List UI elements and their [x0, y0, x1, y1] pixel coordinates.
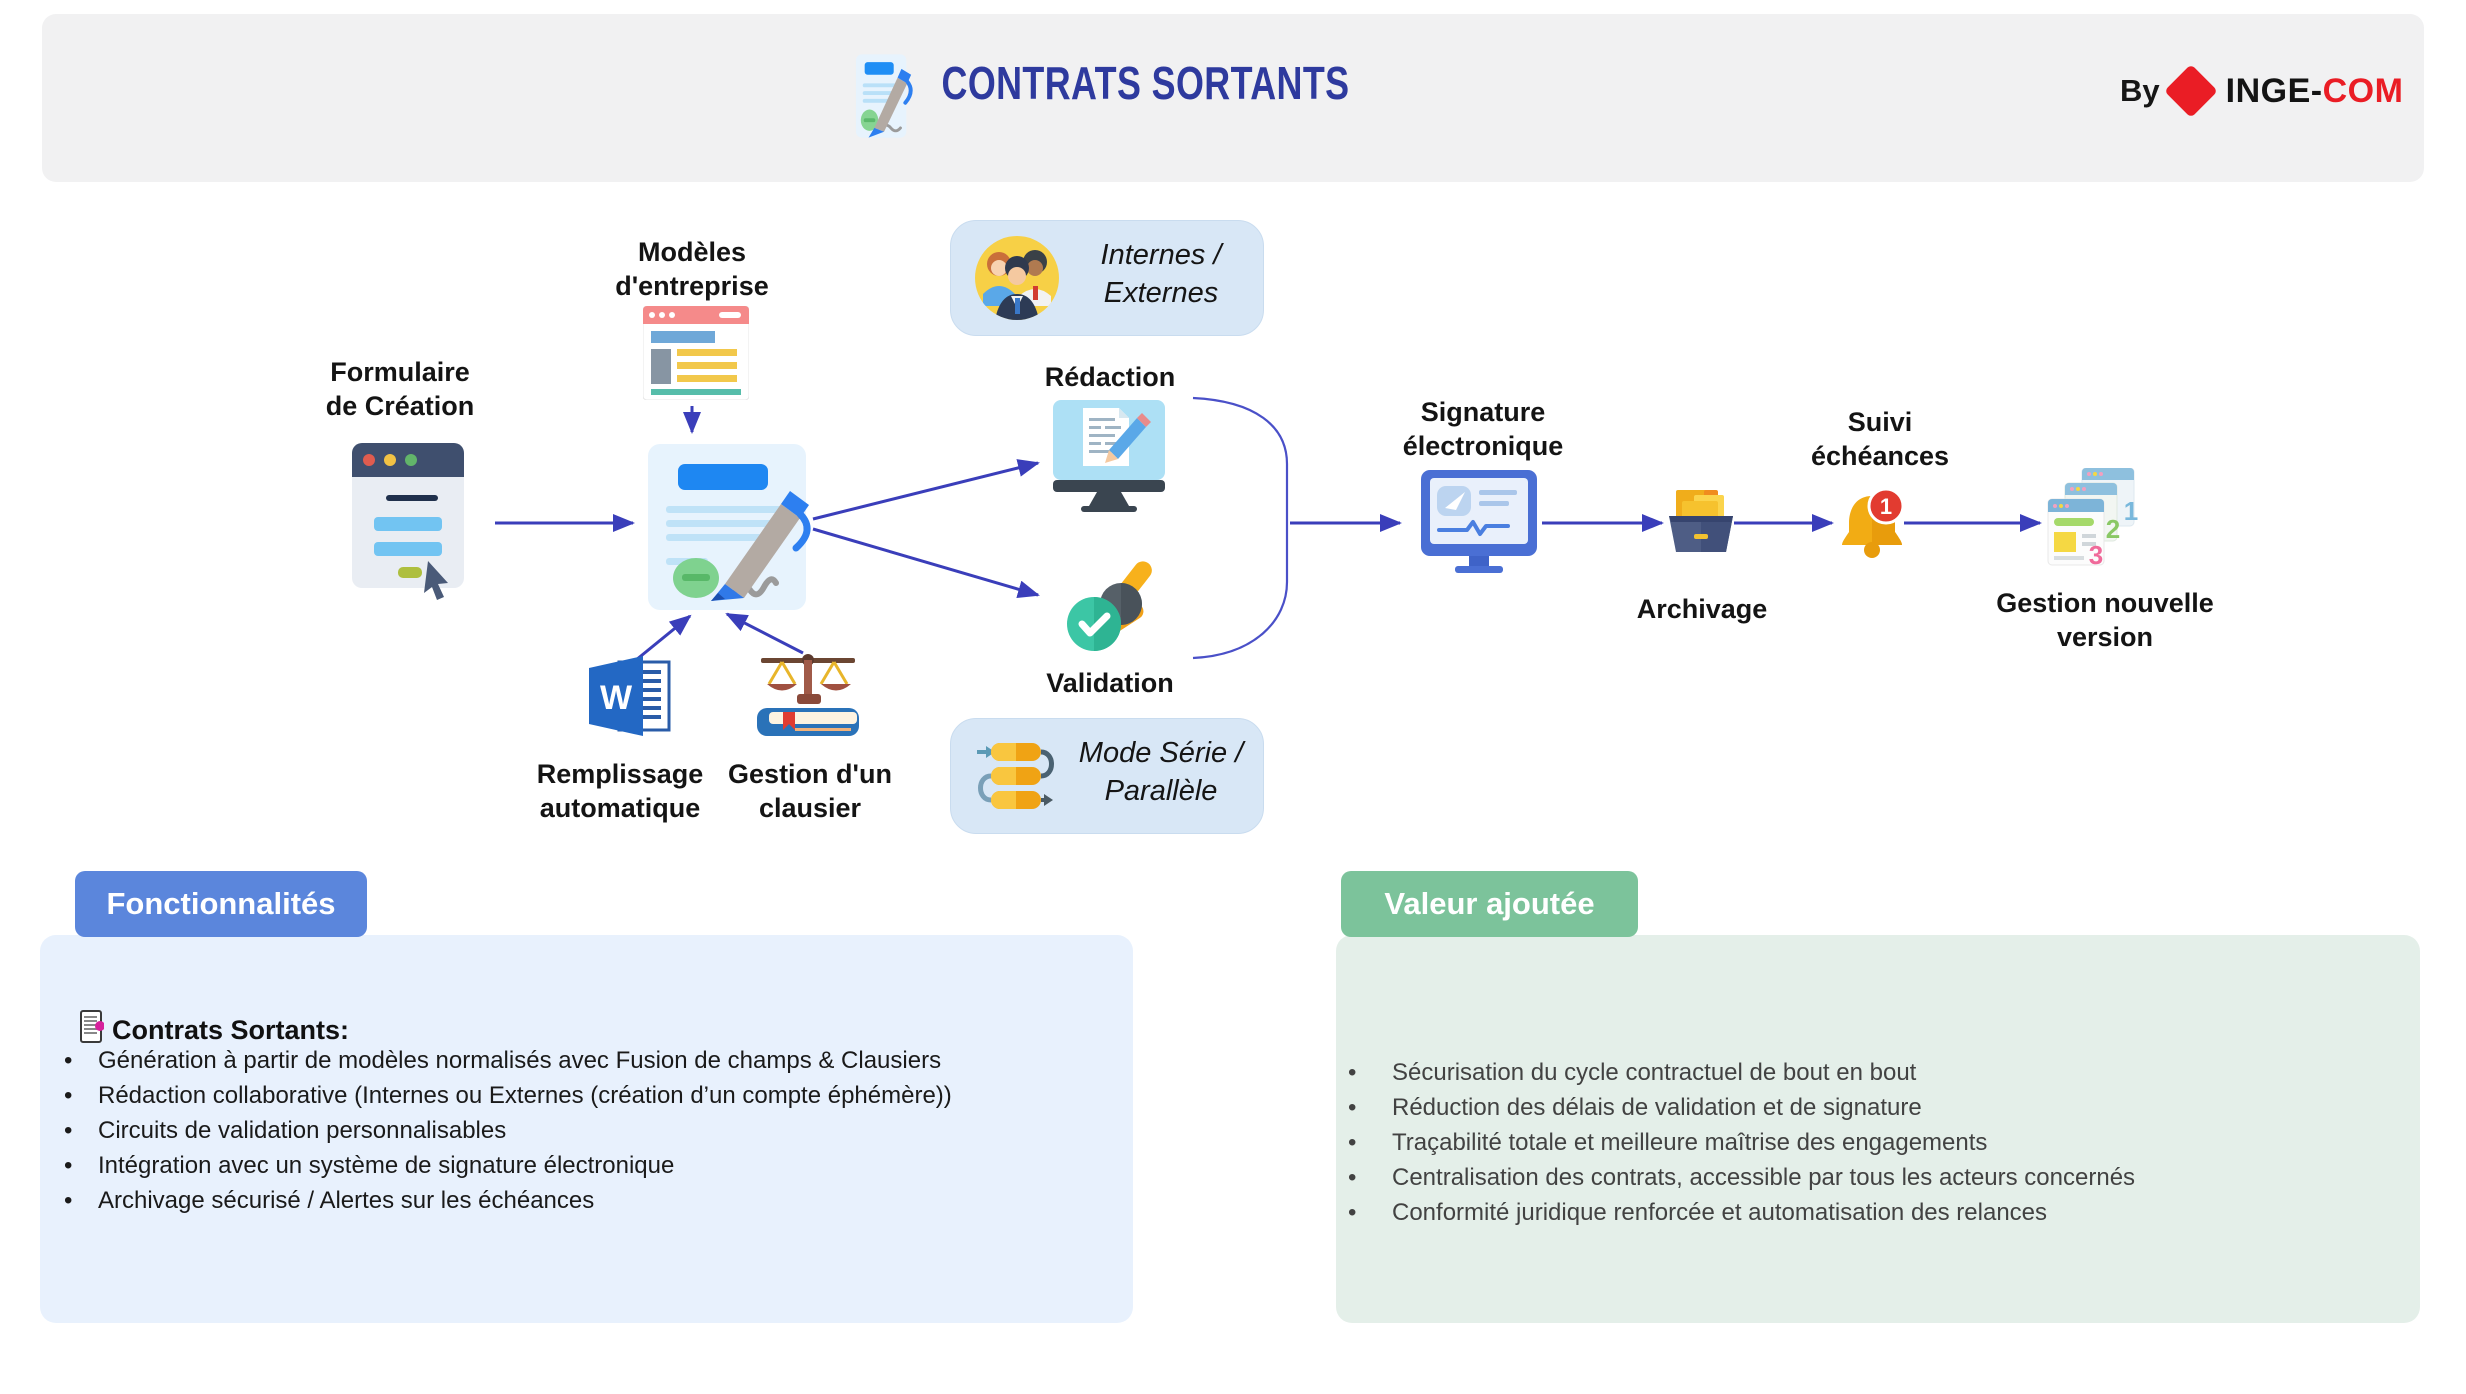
stamp-check-icon — [1067, 561, 1152, 651]
label-redaction: Rédaction — [1044, 362, 1176, 392]
feature-bullet: Circuits de validation personnalisables — [64, 1113, 952, 1148]
features-list: Génération à partir de modèles normalisé… — [64, 1043, 952, 1218]
badge-mode-serie: Mode Série / Parallèle — [950, 718, 1264, 834]
contract-sign-icon — [855, 54, 913, 138]
value-bullet: Sécurisation du cycle contractuel de bou… — [1348, 1055, 2135, 1090]
monitor-edit-icon — [1053, 400, 1165, 512]
label-formulaire-creation: Formulaire de Création — [325, 357, 475, 421]
logo-brand-black: INGE- — [2225, 71, 2323, 110]
value-bullet: Conformité juridique renforcée et automa… — [1348, 1195, 2135, 1230]
doc-page-icon — [80, 1010, 104, 1043]
version-number-2: 2 — [2106, 514, 2120, 544]
bell-notification-icon: 1 — [1842, 487, 1905, 558]
header-band — [42, 14, 2424, 182]
form-browser-icon — [352, 443, 464, 600]
version-number-1: 1 — [2124, 496, 2138, 526]
label-gestion-clausier: Gestion d'un clausier — [728, 759, 892, 823]
scales-book-icon — [757, 654, 859, 736]
workflow-steps-icon — [977, 743, 1054, 809]
label-remplissage-automatique: Remplissage automatique — [536, 759, 704, 823]
word-letter: W — [600, 679, 633, 717]
feature-bullet: Intégration avec un système de signature… — [64, 1148, 952, 1183]
badge-internes-externes: Internes / Externes — [950, 220, 1264, 336]
feature-bullet: Archivage sécurisé / Alertes sur les éch… — [64, 1183, 952, 1218]
people-group-icon — [975, 236, 1059, 320]
value-bullet: Traçabilité totale et meilleure maîtrise… — [1348, 1125, 2135, 1160]
label-signature-electronique: Signature électronique — [1402, 397, 1564, 461]
features-title-button: Fonctionnalités — [75, 871, 367, 937]
page-title-text: CONTRATS SORTANTS — [941, 57, 1349, 109]
monitor-signature-icon — [1421, 470, 1537, 573]
label-modeles-entreprise: Modèles d'entreprise — [615, 237, 769, 301]
brand-logo: By INGE- COM — [2120, 62, 2403, 120]
label-archivage: Archivage — [1636, 594, 1768, 624]
value-bullet: Réduction des délais de validation et de… — [1348, 1090, 2135, 1125]
merge-brace — [1192, 396, 1289, 660]
value-bullet: Centralisation des contrats, accessible … — [1348, 1160, 2135, 1195]
contract-pen-icon — [648, 444, 811, 610]
label-mode-serie: Mode Série / Parallèle — [1078, 737, 1244, 807]
feature-bullet: Génération à partir de modèles normalisé… — [64, 1043, 952, 1078]
version-number-3: 3 — [2089, 540, 2103, 570]
features-heading: Contrats Sortants: — [112, 1015, 350, 1045]
webpage-template-icon — [643, 306, 749, 400]
logo-brand-red: COM — [2322, 71, 2404, 110]
page-title: CONTRATS SORTANTS — [880, 56, 1410, 110]
archive-box-icon — [1669, 490, 1733, 552]
label-suivi-echeances: Suivi échéances — [1810, 407, 1950, 471]
logo-by-text: By — [2120, 73, 2160, 108]
word-document-icon: W — [589, 656, 671, 736]
value-list: Sécurisation du cycle contractuel de bou… — [1348, 1055, 2135, 1230]
feature-bullet: Rédaction collaborative (Internes ou Ext… — [64, 1078, 952, 1113]
label-gestion-nouvelle-version: Gestion nouvelle version — [1996, 588, 2214, 652]
label-validation: Validation — [1046, 668, 1174, 698]
bell-badge-count: 1 — [1880, 494, 1892, 519]
value-title-button: Valeur ajoutée — [1341, 871, 1638, 937]
stacked-versions-icon: 1 2 3 — [2047, 468, 2138, 570]
label-internes-externes: Internes / Externes — [1100, 239, 1222, 309]
